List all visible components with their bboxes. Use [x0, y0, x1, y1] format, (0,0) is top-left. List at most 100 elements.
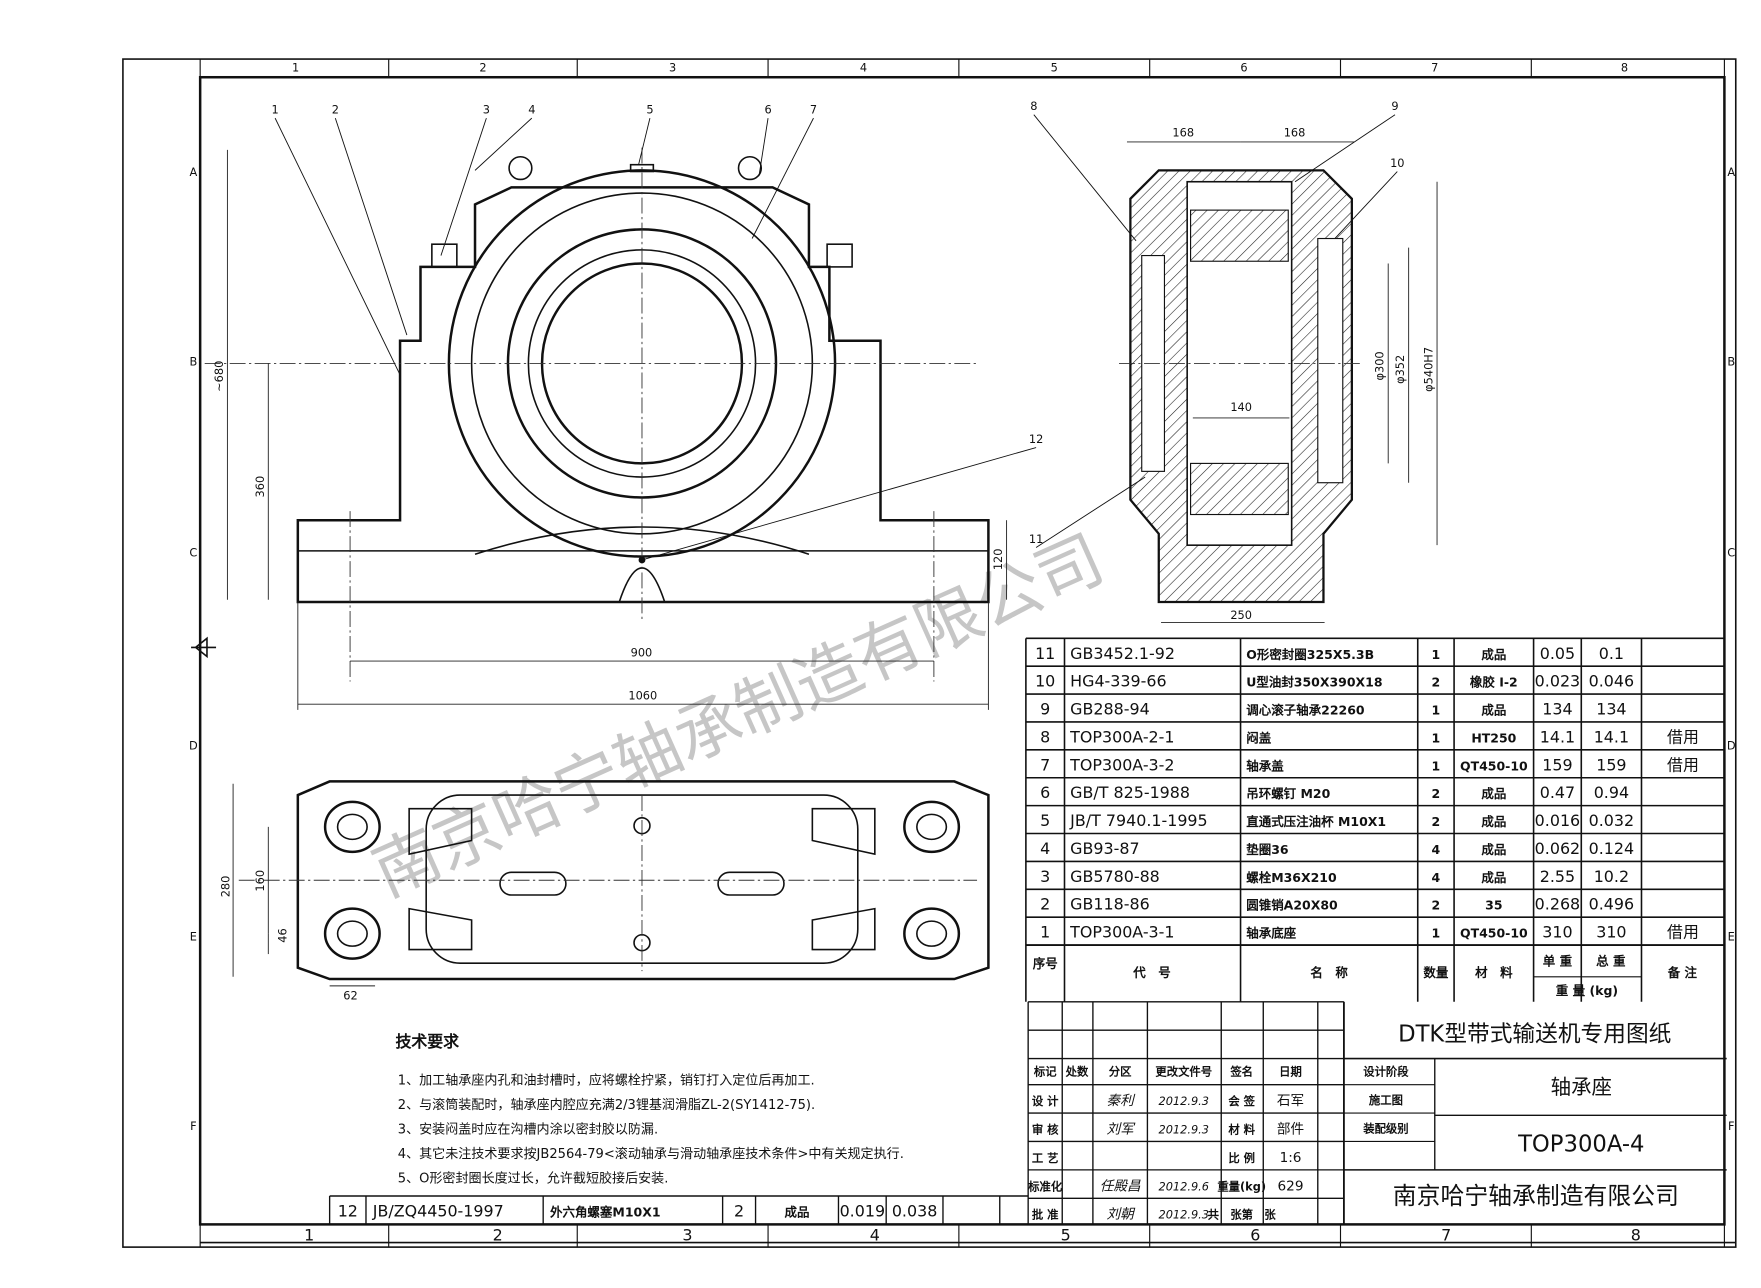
- header-qty: 数量: [1422, 965, 1448, 980]
- bolt-hole: [903, 907, 961, 960]
- table-rule: [1334, 171, 1398, 239]
- parts-cell: 0.05: [1540, 644, 1575, 663]
- parts-cell: 10: [1035, 672, 1055, 691]
- zone-col-label: 6: [1250, 1225, 1260, 1244]
- parts-cell: 9: [1040, 700, 1050, 719]
- parts-cell: 成品: [1481, 786, 1506, 801]
- zone-col-label: 2: [493, 1225, 503, 1244]
- parts-cell: 1: [1432, 703, 1441, 718]
- zone-row-label: F: [1728, 1119, 1735, 1133]
- parts-cell-row12: JB/ZQ4450-1997: [372, 1201, 504, 1220]
- tech-req-item: 1、加工轴承座内孔和油封槽时，应将螺栓拧紧，销钉打入定位后再加工.: [398, 1073, 815, 1089]
- parts-cell: 0.496: [1589, 895, 1635, 914]
- parts-cell: 14.1: [1594, 727, 1629, 746]
- zone-row-label: F: [190, 1119, 197, 1133]
- header-weight: 重 量 (kg): [1556, 983, 1618, 998]
- parts-cell: GB93-87: [1070, 839, 1139, 858]
- tech-req-title: 技术要求: [396, 1032, 460, 1051]
- dim-front-height: ~680: [212, 361, 226, 392]
- signature: 任殿昌: [1100, 1178, 1141, 1194]
- header-seq: 序号: [1033, 956, 1058, 971]
- bolt-hole: [323, 907, 381, 960]
- balloon-9: 9: [1391, 99, 1398, 113]
- header-total-weight: 总 重: [1596, 953, 1626, 968]
- zone-col-label: 3: [669, 61, 676, 75]
- sign-date: 2012.9.3: [1159, 1208, 1210, 1222]
- title-header: 分区: [1109, 1065, 1132, 1079]
- table-rule: [1033, 114, 1137, 242]
- balloon-6: 6: [764, 103, 771, 117]
- zone-col-label: 4: [870, 1225, 880, 1244]
- parts-cell: 5: [1040, 811, 1050, 830]
- zone-row-label: A: [189, 165, 197, 179]
- dim-plan-width: 280: [219, 876, 233, 898]
- zone-row-label: E: [190, 929, 197, 943]
- zone-col-label: 8: [1621, 61, 1628, 75]
- balloon-3: 3: [483, 103, 490, 117]
- dim-plan-hole: 62: [343, 989, 357, 1003]
- parts-cell-row12: 外六角螺塞M10X1: [549, 1204, 661, 1219]
- parts-list-row: 2 GB118-86 圆锥销A20X80 2 35 0.268 0.496: [1040, 895, 1634, 914]
- table-rule: [474, 117, 533, 171]
- parts-cell: 0.016: [1535, 811, 1581, 830]
- tech-req-item: 2、与滚筒装配时，轴承座内腔应充满2/3锂基润滑脂ZL-2(SY1412-75)…: [398, 1097, 815, 1113]
- parts-cell: 10.2: [1594, 867, 1629, 886]
- parts-cell: 直通式压注油杯 M10X1: [1246, 814, 1386, 829]
- parts-cell: 2: [1040, 895, 1050, 914]
- parts-cell: 2: [1432, 898, 1441, 913]
- parts-cell: 1: [1432, 730, 1441, 745]
- parts-cell: 310: [1596, 923, 1626, 942]
- parts-cell: 闷盖: [1246, 730, 1271, 745]
- bolt-hole: [323, 800, 381, 854]
- parts-cell: 35: [1485, 898, 1502, 913]
- parts-cell: 0.94: [1594, 783, 1629, 802]
- zone-col-label: 6: [1240, 61, 1247, 75]
- parts-cell: TOP300A-2-1: [1069, 727, 1174, 746]
- parts-cell: 圆锥销A20X80: [1246, 898, 1338, 913]
- zone-row-label: B: [1727, 355, 1735, 369]
- parts-cell: GB118-86: [1070, 895, 1150, 914]
- parts-cell-row12: 2: [734, 1201, 744, 1220]
- parts-cell: 4: [1040, 839, 1050, 858]
- parts-cell: GB/T 825-1988: [1070, 783, 1190, 802]
- parts-cell: 轴承底座: [1246, 926, 1296, 941]
- title-header: 处数: [1065, 1065, 1089, 1079]
- parts-cell: 1: [1432, 647, 1441, 662]
- dim-side-inner: 140: [1230, 400, 1252, 414]
- table-rule: [440, 117, 487, 256]
- dim-side-right: 168: [1284, 125, 1306, 139]
- zone-row-label: A: [1727, 165, 1735, 179]
- zone-col-label: 2: [479, 61, 486, 75]
- parts-cell-row12: 12: [338, 1201, 358, 1220]
- parts-cell: 0.268: [1535, 895, 1581, 914]
- bolt-hole: [903, 800, 961, 854]
- zone-col-label: 5: [1051, 61, 1058, 75]
- parts-cell: 11: [1035, 644, 1055, 663]
- parts-cell: HT250: [1471, 730, 1516, 745]
- dim-plan-bolt: 160: [253, 870, 267, 892]
- parts-cell: 0.046: [1589, 672, 1635, 691]
- dim-side-d3: φ540H7: [1422, 347, 1436, 392]
- parts-cell: 310: [1542, 923, 1572, 942]
- parts-cell-row12: 成品: [785, 1204, 810, 1219]
- header-code: 代 号: [1132, 965, 1170, 980]
- parts-cell: U型油封350X390X18: [1246, 675, 1382, 690]
- assembly-level-label: 装配级别: [1362, 1121, 1408, 1135]
- zone-col-label: 4: [860, 61, 867, 75]
- parts-cell: 6: [1040, 783, 1050, 802]
- table-rule: [334, 117, 408, 336]
- signature: 刘朝: [1107, 1207, 1137, 1223]
- parts-cell: JB/T 7940.1-1995: [1069, 811, 1207, 830]
- technical-requirements: 技术要求 1、加工轴承座内孔和油封槽时，应将螺栓拧紧，销钉打入定位后再加工. 2、…: [396, 1032, 904, 1186]
- sign-date: 2012.9.6: [1159, 1179, 1210, 1193]
- parts-cell: TOP300A-3-1: [1069, 923, 1174, 942]
- zone-row-label: B: [189, 355, 197, 369]
